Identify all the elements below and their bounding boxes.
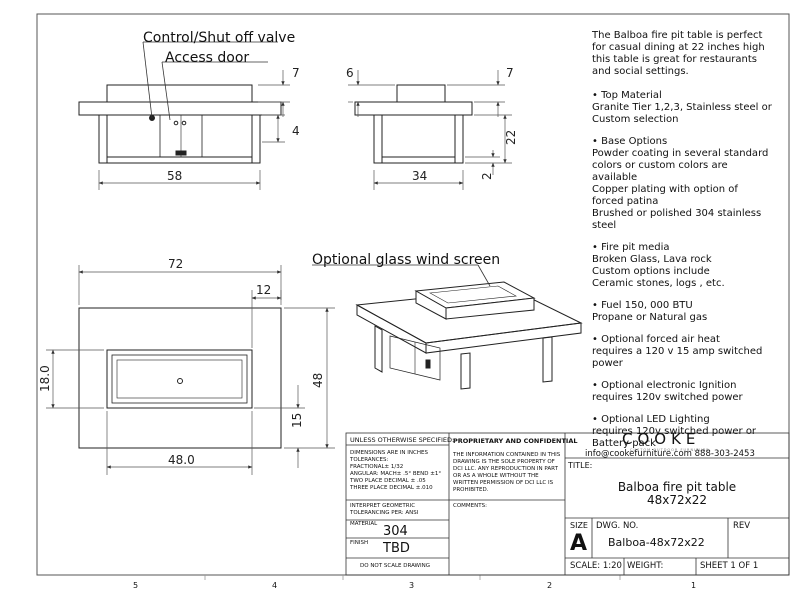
note-forced-air: Optional forced air heat requires a 120 … [592,334,772,370]
dim-top-burner-width: 18.0 [38,365,52,392]
title-label: TITLE: [568,461,593,470]
note-ignition: Optional electronic Ignition requires 12… [592,380,772,404]
note-top-material: Top Material Granite Tier 1,2,3, Stainle… [592,90,772,126]
company-tagline: CUSTOM OUTDOOR FURNITURE [630,448,710,452]
company-contact: info@cookefurniture.com 888-303-2453 [585,449,755,459]
side-dimensions [348,70,512,190]
product-notes: The Balboa fire pit table is perfect for… [592,30,772,460]
glass-screen-callout: Optional glass wind screen [312,252,501,268]
note-fuel: Fuel 150, 000 BTU Propane or Natural gas [592,300,772,324]
rev-label: REV [733,521,751,531]
zone-number: 5 [133,581,139,590]
proprietary-title: PROPRIETARY AND CONFIDENTIAL [453,437,578,445]
note-body: requires 120v switched power or Battery … [592,426,757,449]
note-head: Fire pit media [592,242,772,254]
isometric-view [355,281,583,390]
notes-intro: The Balboa fire pit table is perfect for… [592,30,765,77]
note-body: Granite Tier 1,2,3, Stainless steel or C… [592,102,772,125]
side-view [354,84,473,164]
top-view [78,307,282,449]
proprietary-text: THE INFORMATION CONTAINED IN THIS DRAWIN… [453,452,561,493]
company-logo: COOKE [622,430,701,448]
drawing-title-size: 48x72x22 [646,493,707,507]
zone-number: 3 [409,581,415,590]
tolerances: DIMENSIONS ARE IN INCHES TOLERANCES: FRA… [350,450,442,491]
zone-number: 4 [272,581,278,590]
note-led: Optional LED Lighting requires 120v swit… [592,414,772,450]
dim-top-burner-edge: 15 [290,412,304,428]
dim-side-height: 22 [504,129,518,145]
note-head: Base Options [592,136,772,148]
dim-side-top-overhang: 7 [506,66,514,80]
note-head: Fuel 150, 000 BTU [592,300,772,312]
size-label: SIZE [570,521,588,530]
note-fire-pit-media: Fire pit media Broken Glass, Lava rock C… [592,242,772,290]
note-base-options: Base Options Powder coating in several s… [592,136,772,232]
dim-top-burner-offset: 12 [256,283,272,297]
dim-front-valve-height: 4 [292,124,300,138]
front-view [78,84,282,164]
front-dimensions [98,70,290,190]
dim-front-top-overhang: 7 [292,66,300,80]
no-scale-note: DO NOT SCALE DRAWING [360,563,430,569]
glass-screen-leader [312,264,491,287]
sheet-label: SHEET 1 OF 1 [700,561,759,571]
unless-specified: UNLESS OTHERWISE SPECIFIED: [350,436,455,444]
title-block-grid [345,432,790,576]
note-body: Propane or Natural gas [592,312,708,323]
top-dimensions [46,265,335,475]
front-leaders [142,41,278,121]
scale-label: SCALE: 1:20 [570,561,622,571]
zone-number: 2 [547,581,553,590]
drawing-title: Balboa fire pit table [617,480,737,494]
zone-number: 1 [691,581,697,590]
size-value: A [570,531,588,556]
note-body: requires a 120 v 15 amp switched power [592,346,763,369]
note-body: Powder coating in several standard color… [592,148,769,231]
dim-side-top-thickness: 6 [346,66,354,80]
control-valve-callout: Control/Shut off valve [143,30,296,46]
note-head: Optional forced air heat [592,334,772,346]
note-head: Optional LED Lighting [592,414,772,426]
note-body: Broken Glass, Lava rock Custom options i… [592,254,725,289]
note-head: Top Material [592,90,772,102]
material-value: 304 [383,524,408,539]
dim-front-width: 58 [167,169,183,183]
weight-label: WEIGHT: [627,561,664,571]
dim-top-depth: 48 [311,372,325,388]
dwg-no-label: DWG. NO. [596,521,639,531]
note-head: Optional electronic Ignition [592,380,772,392]
comments-label: COMMENTS: [453,503,487,509]
interpret-tolerancing: INTERPRET GEOMETRIC TOLERANCING PER: ANS… [350,503,419,516]
zone-ticks [204,575,621,580]
dim-top-burner-length: 48.0 [168,453,195,467]
dim-side-foot: 2 [480,172,494,180]
material-label: MATERIAL [350,521,378,527]
dim-top-length: 72 [168,257,184,271]
dwg-no-value: Balboa-48x72x22 [608,536,705,549]
access-door-callout: Access door [165,50,250,66]
note-body: requires 120v switched power [592,392,743,403]
finish-label: FINISH [350,540,369,546]
finish-value: TBD [383,541,410,556]
dim-side-width: 34 [412,169,428,183]
